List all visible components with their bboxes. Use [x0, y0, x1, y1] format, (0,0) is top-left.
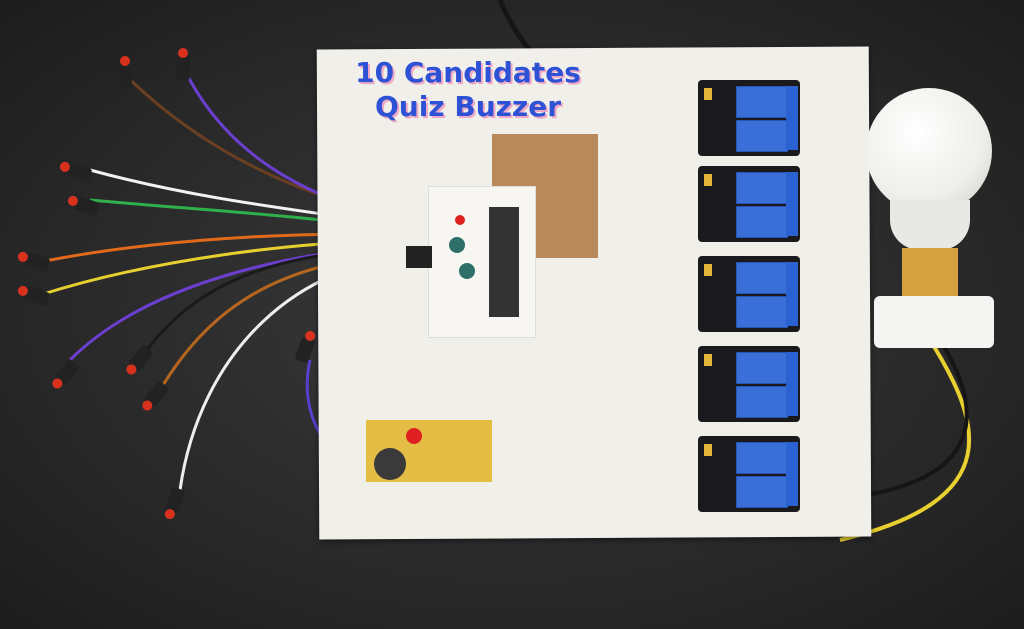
caption-title-line2: Quiz Buzzer	[374, 90, 562, 123]
bulb-holder	[902, 248, 958, 298]
voltage-regulator	[406, 246, 432, 268]
relay-module-4	[698, 346, 800, 422]
buzzer-led	[406, 428, 422, 444]
led-bulb	[866, 88, 992, 214]
bulb-holder-base	[874, 296, 994, 348]
buzzer-board	[366, 420, 492, 482]
relay-module-3	[698, 256, 800, 332]
relay-module-1	[698, 80, 800, 156]
caption-title-line1: 10 Candidates	[355, 56, 581, 89]
relay-module-2	[698, 166, 800, 242]
status-led	[455, 215, 465, 225]
microcontroller-chip	[489, 207, 519, 317]
caption-title: 10 Candidates Quiz Buzzer	[338, 56, 598, 124]
microcontroller-board	[428, 186, 536, 338]
push-button-2	[176, 48, 190, 80]
buzzer	[374, 448, 406, 480]
capacitor	[459, 263, 475, 279]
capacitor	[449, 237, 465, 253]
push-button-1	[118, 56, 132, 88]
bulb-neck	[890, 200, 970, 250]
relay-module-5	[698, 436, 800, 512]
